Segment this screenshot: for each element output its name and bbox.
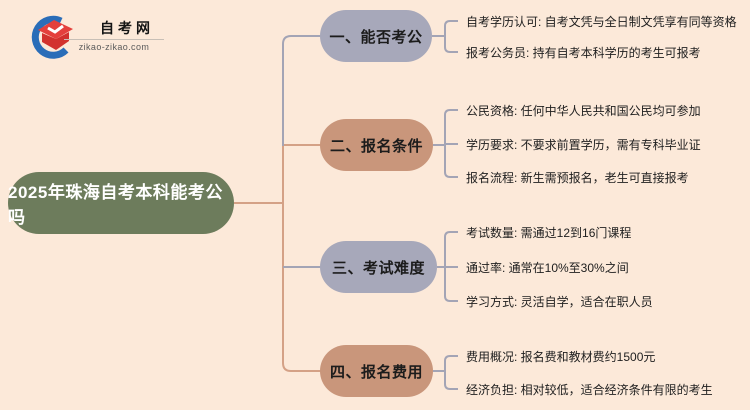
connector-branch3-bracket <box>437 231 458 302</box>
branch-node-1: 一、能否考公 <box>320 10 432 62</box>
leaf-item: 公民资格: 任何中华人民共和国公民均可参加 <box>466 103 701 118</box>
branch-node-3: 三、考试难度 <box>320 241 437 293</box>
branch-node-4: 四、报名费用 <box>320 345 433 397</box>
leaf-item: 学习方式: 灵活自学，适合在职人员 <box>466 294 653 309</box>
leaf-item: 学历要求: 不要求前置学历，需有专科毕业证 <box>466 137 701 152</box>
leaf-item: 考试数量: 需通过12到16门课程 <box>466 225 632 240</box>
branch-node-2: 二、报名条件 <box>320 119 433 171</box>
connector-branch4-bracket <box>433 355 458 390</box>
connector-gray-trunk <box>282 35 321 268</box>
leaf-item: 费用概况: 报名费和教材费约1500元 <box>466 349 656 364</box>
site-logo: 自考网 zikao-zikao.com <box>26 12 176 64</box>
root-topic-node: 2025年珠海自考本科能考公吗 <box>8 172 234 234</box>
site-url: zikao-zikao.com <box>78 42 150 52</box>
logo-divider <box>64 39 164 40</box>
site-name: 自考网 <box>100 20 154 36</box>
leaf-item: 报考公务员: 持有自考本科学历的考生可报考 <box>466 45 701 60</box>
leaf-item: 报名流程: 新生需预报名，老生可直接报考 <box>466 170 689 185</box>
leaf-item: 经济负担: 相对较低，适合经济条件有限的考生 <box>466 382 713 397</box>
leaf-item: 通过率: 通常在10%至30%之间 <box>466 260 629 275</box>
connector-branch1-bracket <box>432 20 458 53</box>
connector-branch2-bracket <box>433 109 458 178</box>
connector-root-trunk <box>234 144 321 372</box>
graduation-cap-icon <box>31 15 73 59</box>
leaf-item: 自考学历认可: 自考文凭与全日制文凭享有同等资格 <box>466 14 737 29</box>
